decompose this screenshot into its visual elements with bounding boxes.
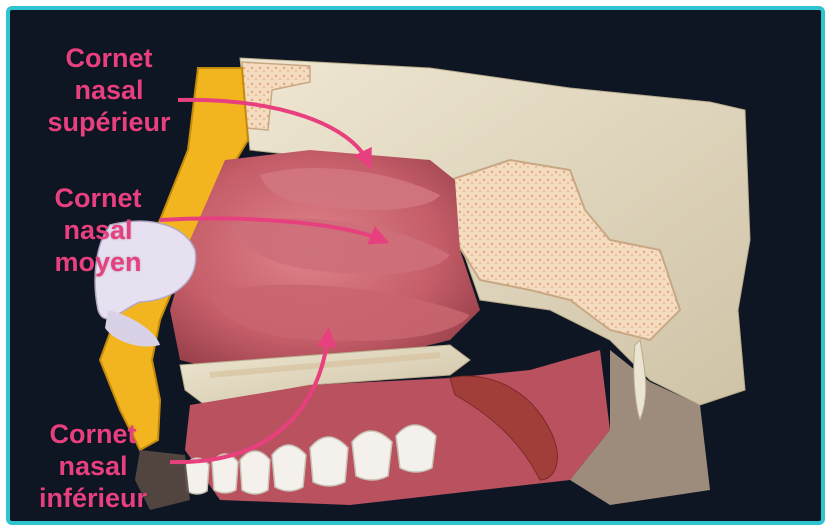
label-superior-turbinate: Cornet nasal supérieur — [24, 42, 194, 138]
label-line: Cornet — [18, 182, 178, 214]
label-line: nasal — [24, 74, 194, 106]
label-line: inférieur — [18, 482, 168, 514]
label-line: moyen — [18, 246, 178, 278]
label-middle-turbinate: Cornet nasal moyen — [18, 182, 178, 278]
label-inferior-turbinate: Cornet nasal inférieur — [18, 418, 168, 514]
label-line: nasal — [18, 214, 178, 246]
label-line: nasal — [18, 450, 168, 482]
label-line: Cornet — [18, 418, 168, 450]
image-frame: Cornet nasal supérieur Cornet nasal moye… — [6, 6, 825, 525]
label-line: supérieur — [24, 106, 194, 138]
label-line: Cornet — [24, 42, 194, 74]
